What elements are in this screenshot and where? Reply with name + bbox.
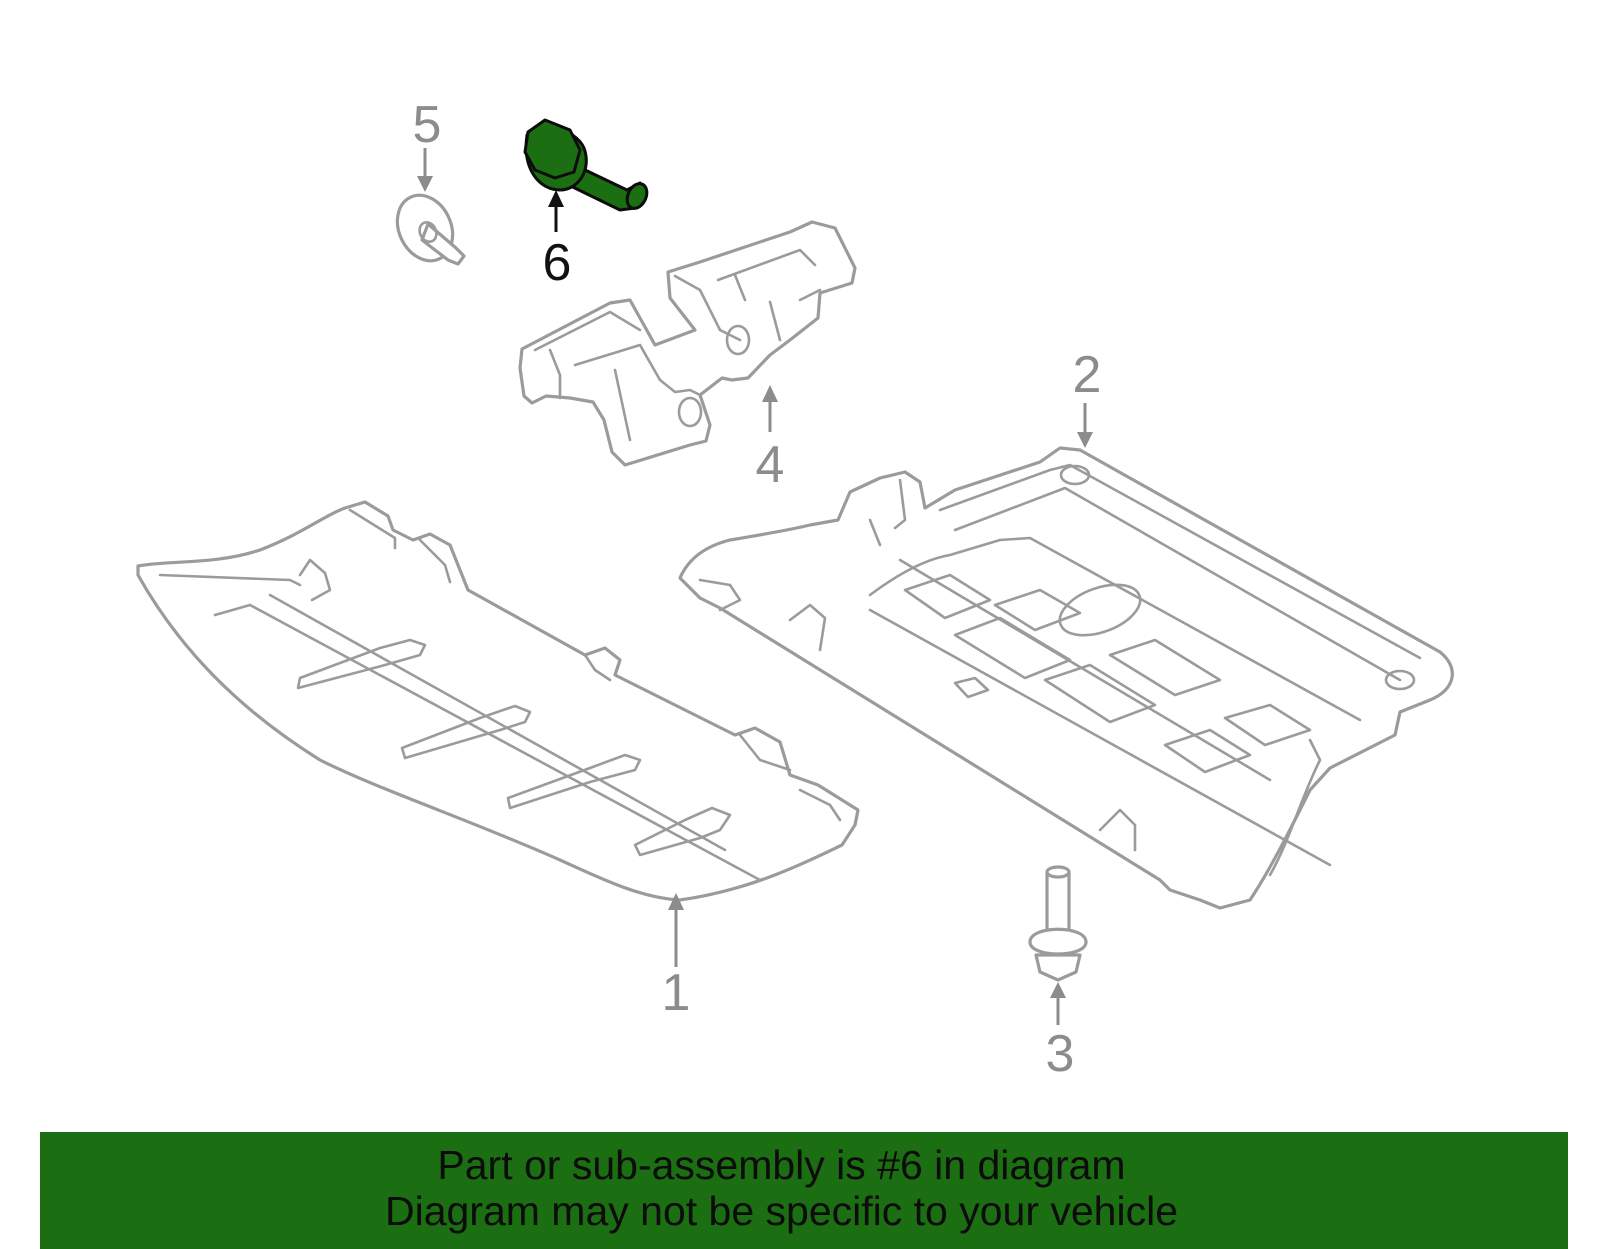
banner-line-2: Diagram may not be specific to your vehi… [384,1188,1178,1234]
arrowhead-4 [762,385,778,402]
part-4-bracket[interactable] [518,220,857,467]
callout-number-5: 5 [413,96,442,154]
arrowhead-3 [1050,982,1066,998]
banner-line-1: Part or sub-assembly is #6 in diagram [437,1142,1126,1188]
info-banner: Part or sub-assembly is #6 in diagram Di… [40,1132,1568,1249]
arrowhead-6 [548,190,564,207]
callout-4: 4 [756,385,785,494]
arrowhead-1 [668,893,684,910]
callout-5: 5 [413,96,442,192]
callout-number-2: 2 [1073,346,1102,404]
callout-number-4: 4 [756,436,785,494]
part-5-push-pin-clip[interactable] [387,186,466,270]
part-1-front-splash-shield[interactable] [136,500,860,902]
callout-6: 6 [543,190,572,292]
arrowhead-5 [417,176,433,192]
callout-3: 3 [1046,982,1075,1083]
part-6-flange-bolt[interactable] [523,118,651,212]
callout-1: 1 [662,893,691,1022]
callout-number-6: 6 [543,234,572,292]
callout-number-1: 1 [662,964,691,1022]
callout-number-3: 3 [1046,1025,1075,1083]
part-2-rear-splash-shield[interactable] [678,446,1454,910]
callout-2: 2 [1073,346,1102,448]
part-3-bolt[interactable] [1028,865,1088,982]
arrowhead-2 [1077,432,1093,448]
